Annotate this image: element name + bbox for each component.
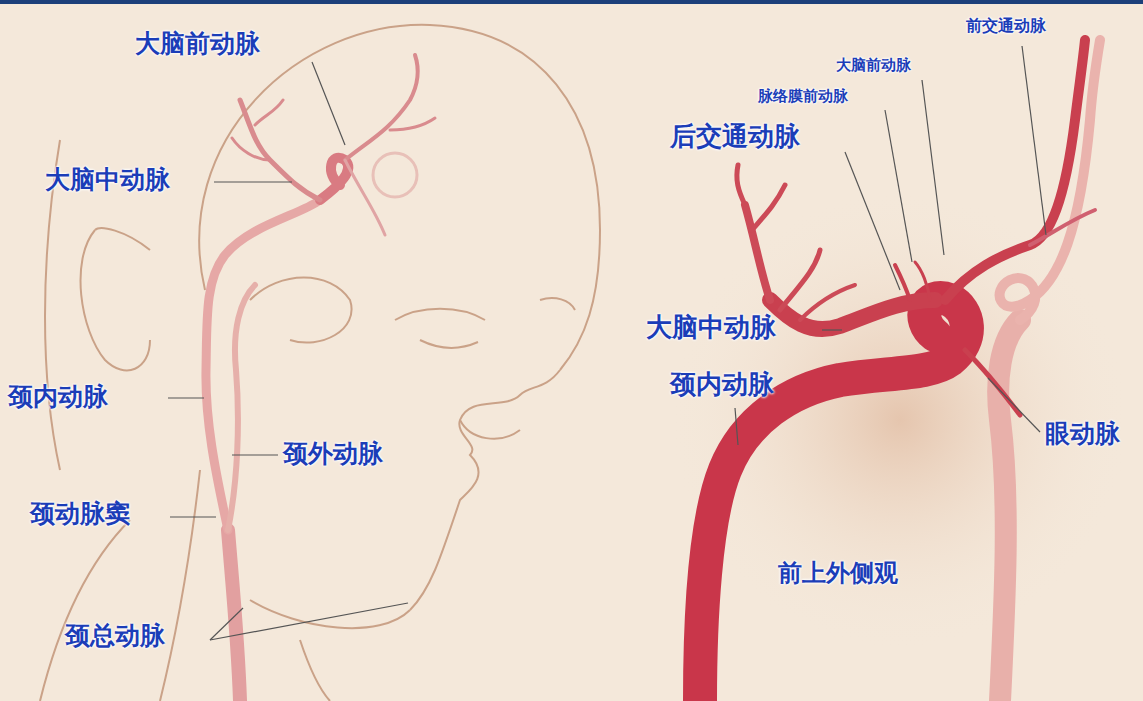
part-label: 前交通动脉 (966, 17, 1046, 35)
top-bar (0, 0, 1143, 4)
part-label: 大脑前动脉 (836, 57, 911, 74)
part-label: 眼动脉 (1045, 420, 1120, 449)
part-label: 大脑中动脉 (646, 313, 776, 343)
part-label: 大脑前动脉 (135, 30, 260, 59)
head-sketch (40, 25, 600, 701)
part-label: 后交通动脉 (670, 122, 800, 152)
part-label: 颈内动脉 (8, 383, 108, 412)
part-label: 颈内动脉 (670, 370, 774, 400)
part-label: 前上外侧观 (778, 560, 898, 588)
part-label: 颈动脉窦 (30, 500, 130, 529)
leader-lines (168, 46, 1046, 640)
part-label: 颈外动脉 (283, 440, 383, 469)
part-label: 大脑中动脉 (45, 166, 170, 195)
part-label: 颈总动脉 (65, 622, 165, 651)
part-label: 脉络膜前动脉 (758, 88, 848, 105)
left-arteries (206, 55, 435, 701)
